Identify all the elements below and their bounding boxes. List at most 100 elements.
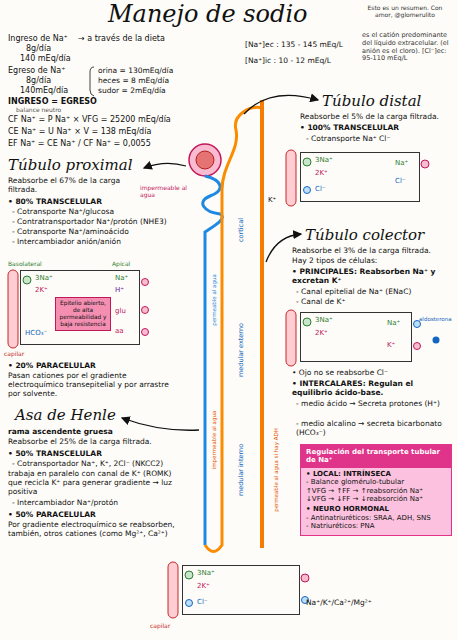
bracket (90, 67, 94, 96)
note-text: - Canal de K⁺ (296, 297, 454, 306)
note-text: • INTERCALARES: Regulan el equilibrio ác… (292, 379, 452, 397)
permeability-label: permeable al agua (210, 274, 217, 326)
ion-label: K⁺ (387, 341, 395, 349)
regulation-box: Regulación del transporte tubular de Na⁺… (300, 444, 452, 536)
note-text: Reabsorbe el 3% de la carga filtrada. (292, 246, 452, 255)
note-text: - Contratransportador Na⁺/protón (NHE3) (12, 217, 190, 226)
ion-label: 3Na⁺ (315, 316, 333, 324)
note-text: INGRESO = EGRESO (8, 97, 128, 107)
note-text: 8g/día (26, 44, 86, 54)
pump (303, 318, 311, 326)
ion-label: glu (115, 307, 126, 315)
box-text: • LOCAL: INTRÍNSECA (301, 470, 451, 478)
note-text: 140 mEq/día (20, 54, 90, 64)
note-text: Egreso de Na⁺ (8, 66, 78, 76)
note-text: • 80% TRANSCELULAR (8, 197, 138, 206)
ion-label: K⁺ (268, 196, 284, 204)
note-text: 140mEq/día (20, 86, 88, 96)
cell-diagram: 3Na⁺2K⁺HCO₃⁻Na⁺H⁺gluaaEpitelio abierto, … (20, 270, 140, 345)
note-text: orina = 130mEq/día (98, 66, 198, 75)
note-text: trabaja en paralelo con canal de K⁺ (ROM… (8, 469, 186, 496)
capillary-label: capilar (150, 622, 190, 629)
note-text: Por gradiente electroquímico se reabsorb… (8, 520, 186, 538)
pointer-arrow (244, 95, 318, 114)
box-text: - Balance glomérulo-tubular (301, 478, 451, 486)
transporter (142, 307, 149, 314)
note-text: balance neutro (16, 106, 96, 113)
section-heading: Túbulo proximal (8, 156, 133, 174)
note-text: - Cotransportador Na⁺, K⁺, 2Cl⁻ (NKCC2) (12, 459, 187, 468)
permeability-label: permeable al agua si hay ADH (273, 428, 280, 512)
ion-label: 3Na⁺ (315, 156, 333, 164)
transporter (142, 329, 149, 336)
note-text: heces = 8 mEq/día (98, 76, 198, 85)
note-text: → a través de la dieta (78, 34, 188, 44)
note-text: • 50% PARACELULAR (8, 510, 138, 519)
membrane-label: Basolateral (8, 260, 68, 267)
capillary-label: capilar (4, 350, 44, 357)
cell-diagram: 3Na⁺2K⁺Cl⁻ (182, 565, 300, 615)
capillary (8, 270, 18, 348)
channel (304, 187, 311, 194)
transporter (421, 160, 429, 168)
pump (185, 571, 193, 579)
note-text: - medio alcalino → secreta bicarbonato (… (296, 419, 452, 437)
formula-text: CE Na⁺ = U Na⁺ × V = 138 mEq/día (8, 127, 193, 137)
ion-label: Na⁺/K⁺/Ca²⁺/Mg²⁺ (306, 598, 416, 607)
permeability-label: impermeable al agua (210, 411, 217, 470)
note-text: es el catión predominante del líquido ex… (362, 32, 454, 63)
ion-label: HCO₃⁻ (25, 329, 47, 337)
box-text: Epitelio abierto, de alta permeabilidad … (59, 300, 107, 328)
pump (23, 276, 31, 284)
capillary (286, 150, 296, 206)
ion-label: 2K⁺ (35, 286, 48, 294)
section-heading: Túbulo distal (322, 92, 421, 110)
ion-label: Na⁺ (115, 274, 128, 282)
note-text: sudor = 2mEq/día (98, 86, 198, 95)
proximal-descending-tubule (203, 176, 223, 545)
collecting-duct (260, 100, 264, 548)
transporter (142, 279, 149, 286)
zone-label: cortical (238, 218, 246, 242)
cell-diagram: 3Na⁺2K⁺Na⁺K⁺ (300, 312, 412, 362)
ion-label: 2K⁺ (197, 582, 210, 590)
note-text: rama ascendente gruesa (8, 427, 158, 436)
note-text: Reabsorbe el 25% de la carga filtrada. (8, 437, 183, 446)
section-heading: Túbulo colector (305, 226, 424, 244)
note-text: - Intercambiador Na⁺/protón (12, 498, 182, 507)
ion-label: Cl⁻ (315, 185, 326, 193)
note-text: Ingreso de Na⁺ (8, 34, 78, 44)
hormone-label: aldosterona (419, 316, 455, 323)
note-text: Reabsorbe el 5% de la carga filtrada. (300, 112, 455, 121)
capillary (168, 562, 178, 618)
bowman-capsule (189, 144, 221, 176)
transporter (301, 574, 309, 582)
formula-text: CF Na⁺ = P Na⁺ × VFG = 25200 mEq/día (8, 115, 193, 125)
ion-label: 3Na⁺ (197, 569, 215, 577)
ion-label: H⁺ (115, 286, 124, 294)
ion-label: Na⁺ (395, 159, 408, 167)
page-title: Manejo de sodio (108, 0, 308, 29)
box-text: Regulación del transporte tubular de Na⁺ (301, 445, 451, 468)
cell-diagram: 3Na⁺2K⁺Cl⁻Na⁺Cl⁻ (300, 152, 420, 202)
pointer-arrow (144, 163, 186, 168)
ion-label: aa (115, 327, 124, 335)
pointer-arrow (122, 418, 199, 430)
zone-label: medular externo (238, 323, 246, 377)
glomerulus (196, 151, 214, 169)
formula-text: EF Na⁺ = CE Na⁺ / CF Na⁺ = 0,0055 (8, 139, 178, 149)
membrane-label: Apical (112, 260, 152, 267)
box-text: - Antinatriuréticos: SRAA, ADH, SNS (301, 514, 451, 522)
note-text: • 20% PARACELULAR (8, 361, 138, 370)
note-text: • 50% TRANSCELULAR (8, 449, 138, 458)
box-text: ↓VFG → ↓FF → ↓reabsorción Na⁺ (301, 495, 451, 503)
channel (186, 600, 193, 607)
note-text: Hay 2 tipos de células: (292, 256, 452, 265)
ion-label: 2K⁺ (315, 329, 328, 337)
note-text: impermeable al agua (140, 184, 190, 198)
box-text: • NEURO HORMONAL (301, 505, 451, 513)
ion-label: 2K⁺ (315, 169, 328, 177)
note-text: [Na⁺]ec : 135 - 145 mEq/L (245, 40, 360, 49)
note-text: Pasan cationes por el gradiente electroq… (8, 371, 178, 398)
note-text: - Cotransporte Na⁺ Cl⁻ (306, 134, 446, 143)
